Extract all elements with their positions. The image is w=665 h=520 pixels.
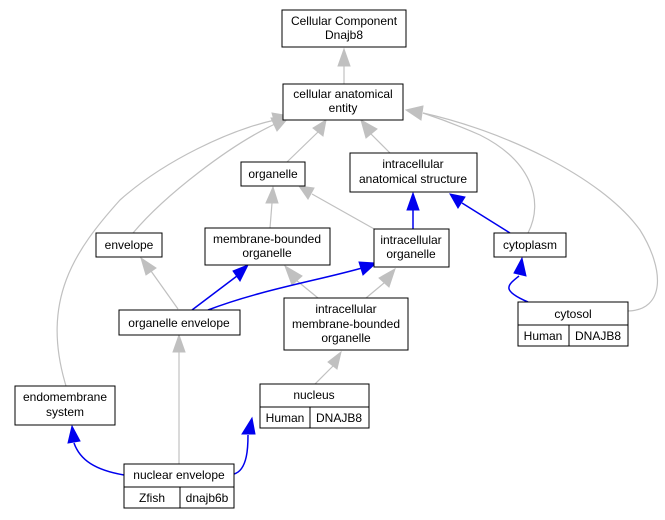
edge-oe-to-io — [207, 267, 363, 311]
node-label-line: Cellular Component — [291, 14, 398, 28]
node-label-line: membrane-bounded — [292, 317, 400, 331]
node-label-line: Dnajb8 — [325, 28, 363, 42]
nuclear-envelope-gene-label: dnajb6b — [186, 491, 229, 505]
edge-arrowhead — [327, 350, 342, 370]
cytosol-species-label: Human — [524, 329, 563, 343]
node-label-line: organelle — [242, 246, 292, 260]
edge-arrowhead — [241, 416, 256, 435]
edge-arrowhead — [140, 256, 157, 276]
part-of-edges — [67, 191, 529, 476]
edge-imbo-to-intracellular-organelle — [365, 282, 385, 299]
edge-arrowhead — [337, 47, 351, 67]
node-intracellular-organelle[interactable]: intracellular organelle — [373, 228, 450, 268]
node-cellular-anatomical-entity[interactable]: cellular anatomical entity — [282, 83, 404, 121]
node-intracellular-membrane-bounded-organelle[interactable]: intracellular membrane-bounded organelle — [283, 297, 409, 351]
edge-arrowhead — [449, 193, 466, 209]
node-envelope[interactable]: envelope — [95, 232, 163, 258]
node-label-line: organelle — [386, 247, 436, 261]
node-label-line: nucleus — [293, 388, 334, 402]
node-label-line: entity — [329, 101, 358, 115]
node-nucleus[interactable]: nucleus Human DNAJB8 — [259, 383, 370, 429]
node-label-line: membrane-bounded — [213, 232, 321, 246]
node-cytoplasm[interactable]: cytoplasm — [493, 232, 567, 258]
edge-nuclear-envelope-to-nucleus — [233, 434, 249, 475]
edge-arrowhead — [406, 191, 420, 211]
edge-nucleus-to-imbo — [314, 365, 334, 385]
edge-cytosol-to-cytoplasm — [508, 275, 529, 303]
node-label-line: endomembrane — [23, 390, 107, 404]
nucleus-species-label: Human — [266, 411, 305, 425]
node-cellular-component[interactable]: Cellular Component Dnajb8 — [281, 9, 407, 48]
node-label-line: intracellular — [380, 233, 441, 247]
nuclear-envelope-gene-cell — [179, 486, 235, 509]
node-organelle[interactable]: organelle — [240, 161, 306, 187]
node-cytosol[interactable]: cytosol Human DNAJB8 — [517, 301, 629, 347]
nucleus-gene-label: DNAJB8 — [316, 411, 362, 425]
edge-arrowhead — [513, 256, 527, 277]
cytosol-gene-label: DNAJB8 — [575, 329, 621, 343]
edge-arrowhead — [172, 333, 186, 353]
edge-oe-to-mbo — [191, 275, 238, 311]
node-label-line: envelope — [105, 238, 154, 252]
node-label-line: organelle envelope — [128, 316, 230, 330]
edge-intracellular-organelle-to-organelle — [311, 193, 377, 231]
edge-organelle-to-cae — [286, 131, 319, 163]
node-label-line: system — [46, 405, 84, 419]
node-label-line: cellular anatomical — [293, 87, 392, 101]
node-label-line: cytoplasm — [503, 238, 557, 252]
node-label-line: organelle — [248, 167, 298, 181]
edge-arrowhead — [67, 424, 81, 444]
node-label-line: anatomical structure — [359, 172, 467, 186]
edge-cytoplasm-to-ias — [461, 202, 511, 234]
node-endomembrane-system[interactable]: endomembrane system — [14, 385, 116, 426]
edge-cytoplasm-to-cae — [422, 112, 536, 234]
node-intracellular-anatomical-structure[interactable]: intracellular anatomical structure — [349, 152, 478, 193]
node-nuclear-envelope[interactable]: nuclear envelope Zfish dnajb6b — [123, 463, 235, 509]
nucleus-gene-cell — [309, 406, 370, 429]
edge-arrowhead — [358, 261, 378, 276]
edge-arrowhead — [404, 105, 424, 121]
edge-arrowhead — [297, 185, 315, 200]
node-label-line: cytosol — [554, 307, 591, 321]
node-membrane-bounded-organelle[interactable]: membrane-bounded organelle — [204, 227, 331, 266]
edge-cytosol-to-cae — [422, 112, 658, 312]
node-label-line: intracellular — [315, 302, 376, 316]
edge-arrowhead — [265, 185, 279, 204]
edge-imbo-to-mbo — [295, 279, 319, 299]
edge-organelle-envelope-to-envelope — [150, 270, 179, 310]
node-label-line: nuclear envelope — [133, 468, 225, 482]
edge-ias-to-cae — [370, 133, 391, 154]
edge-arrowhead — [232, 264, 250, 282]
node-label-line: organelle — [321, 331, 371, 345]
edge-nuclear-envelope-to-endomembrane — [73, 442, 125, 476]
node-label-line: intracellular — [382, 157, 443, 171]
edge-arrowhead — [312, 118, 327, 137]
edge-envelope-to-cae — [132, 123, 276, 234]
edge-arrowhead — [360, 118, 378, 139]
node-organelle-envelope[interactable]: organelle envelope — [118, 309, 241, 336]
edge-mbo-to-organelle — [269, 202, 273, 229]
edge-arrowhead — [284, 264, 303, 286]
edge-arrowhead — [378, 267, 396, 288]
nuclear-envelope-species-label: Zfish — [139, 491, 165, 505]
is-a-edges — [56, 47, 658, 464]
edge-endomembrane-to-cae — [56, 119, 276, 387]
cytosol-gene-cell — [568, 324, 629, 347]
